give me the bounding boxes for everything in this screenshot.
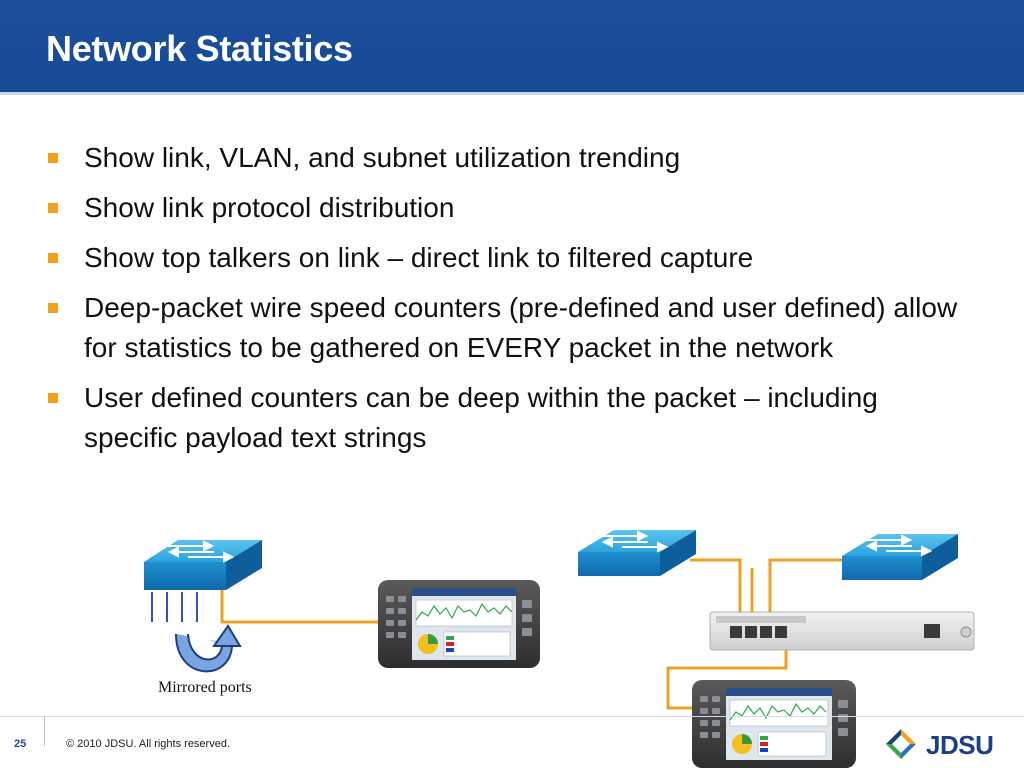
bullet-text: User defined counters can be deep within… [84,382,878,453]
bullet-item: Show link, VLAN, and subnet utilization … [42,138,972,178]
copyright-text: © 2010 JDSU. All rights reserved. [66,738,231,750]
switch-icon [842,534,958,580]
bullet-square-icon [48,303,58,313]
switch-icon [578,530,696,576]
bullet-item: Show link protocol distribution [42,188,972,228]
bullet-square-icon [48,203,58,213]
handheld-analyzer-icon [692,680,856,768]
footer-separator [44,716,45,746]
mirror-arrow-icon [175,624,242,673]
bullet-item: Show top talkers on link – direct link t… [42,238,972,278]
bullet-text: Show link protocol distribution [84,192,455,223]
title-bar [0,0,1024,92]
bullet-text: Show top talkers on link – direct link t… [84,242,754,273]
bullet-item: Deep-packet wire speed counters (pre-def… [42,288,972,368]
mirrored-ports-caption: Mirrored ports [158,679,252,696]
bullet-list: Show link, VLAN, and subnet utilization … [42,138,972,468]
jdsu-logo-text: JDSU [926,730,994,760]
bullet-text: Show link, VLAN, and subnet utilization … [84,142,681,173]
footer-divider [0,716,1024,717]
mirrored-port-lines [151,592,198,622]
bullet-square-icon [48,153,58,163]
network-tap-icon [709,611,975,651]
handheld-analyzer-icon [378,580,540,668]
jdsu-logo-icon [886,729,916,759]
title-bar-edge [0,92,1024,95]
slide-title: Network Statistics [46,28,353,69]
bullet-square-icon [48,253,58,263]
switch-icon [144,540,262,590]
bullet-item: User defined counters can be deep within… [42,378,972,458]
bullet-text: Deep-packet wire speed counters (pre-def… [84,292,958,363]
page-number: 25 [14,738,27,750]
bullet-square-icon [48,393,58,403]
